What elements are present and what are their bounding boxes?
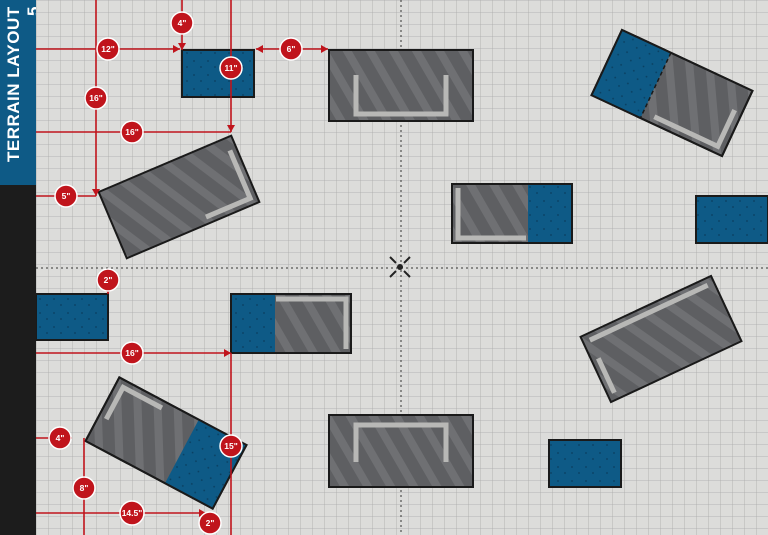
svg-text:4": 4" <box>56 433 65 443</box>
measure-badge-12in: 12" <box>96 37 120 61</box>
layout-title: TERRAIN LAYOUT 5 <box>4 6 43 162</box>
svg-text:14.5": 14.5" <box>122 508 143 518</box>
svg-text:15": 15" <box>224 441 238 451</box>
measure-badge-2in-bottom: 2" <box>198 511 222 535</box>
svg-text:16": 16" <box>89 93 103 103</box>
center-objective-marker <box>389 256 411 278</box>
measure-badge-16in-top: 16" <box>120 120 144 144</box>
ruin-left-upper <box>97 134 261 260</box>
ruin-center-right <box>451 183 573 244</box>
area-terrain-top-left <box>181 49 255 98</box>
sidebar-title-tab: TERRAIN LAYOUT 5 <box>0 0 43 185</box>
ruin-top-center <box>328 49 474 122</box>
svg-text:4": 4" <box>178 18 187 28</box>
measure-badge-4in-top: 4" <box>170 11 194 35</box>
measure-badge-5in: 5" <box>54 184 78 208</box>
ruin-bottom-center <box>328 414 474 488</box>
measure-badge-6in: 6" <box>279 37 303 61</box>
ruin-top-right <box>590 28 754 158</box>
svg-text:12": 12" <box>101 44 115 54</box>
measure-badge-11in: 11" <box>219 56 243 80</box>
measure-badge-16in-vertical: 16" <box>84 86 108 110</box>
svg-text:5": 5" <box>62 191 71 201</box>
measure-badge-14-5in: 14.5" <box>119 500 145 526</box>
svg-text:6": 6" <box>287 44 296 54</box>
area-terrain-left-middle <box>36 293 109 341</box>
measure-badge-16in-middle: 16" <box>120 341 144 365</box>
measure-badge-15in: 15" <box>219 434 243 458</box>
svg-text:16": 16" <box>125 348 139 358</box>
battlefield-map: 12" 4" 6" 11" 16" 16" 5" 2" 16" 4" 15" 8… <box>36 0 768 535</box>
measure-badge-8in: 8" <box>72 476 96 500</box>
svg-text:2": 2" <box>206 518 215 528</box>
ruin-right-lower <box>579 274 743 404</box>
svg-text:2": 2" <box>104 275 113 285</box>
measure-badge-4in-bottom: 4" <box>48 426 72 450</box>
sidebar: TERRAIN LAYOUT 5 <box>0 0 43 535</box>
svg-text:11": 11" <box>224 63 237 73</box>
area-terrain-right-edge <box>695 195 768 244</box>
measure-badge-2in-middle: 2" <box>96 268 120 292</box>
ruin-center-left <box>230 293 352 354</box>
svg-text:16": 16" <box>125 127 139 137</box>
svg-text:8": 8" <box>80 483 89 493</box>
area-terrain-bottom-right <box>548 439 622 488</box>
